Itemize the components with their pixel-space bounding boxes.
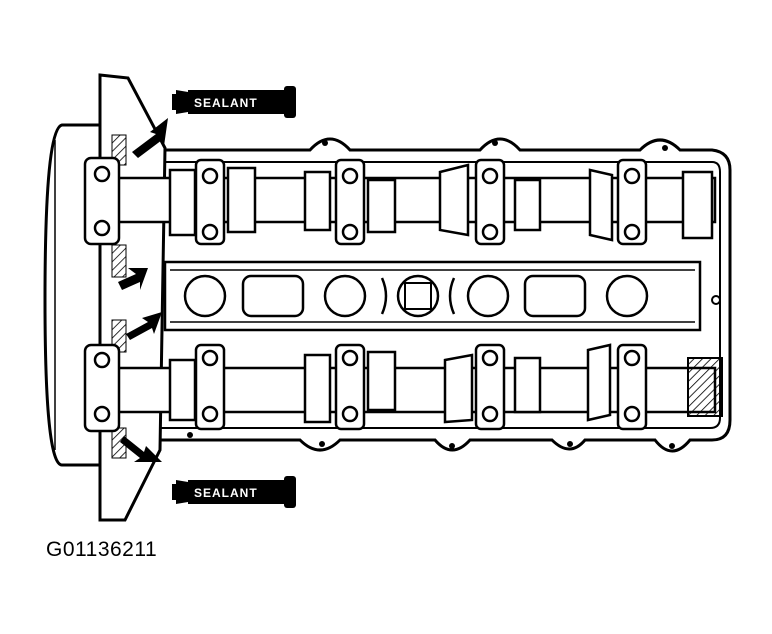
lower-bearing-caps <box>83 343 648 433</box>
head-inner-outline <box>128 161 721 429</box>
lower-cap-bolts <box>93 349 641 423</box>
sealant-tube-bottom: SEALANT <box>172 476 296 508</box>
sealant-label-top: SEALANT <box>194 96 258 110</box>
spark-plug-gallery <box>163 260 702 332</box>
figure-id: G01136211 <box>46 538 158 561</box>
upper-bearing-caps <box>83 156 648 246</box>
head-outline <box>116 137 732 453</box>
sealant-label-bottom: SEALANT <box>194 486 258 500</box>
housing-bolt-holes <box>187 140 721 449</box>
sealant-arrows <box>118 118 168 462</box>
lower-cam-seal-end <box>687 357 723 417</box>
sealant-zones <box>111 134 127 459</box>
upper-cap-bolts <box>93 165 641 241</box>
sealant-tube-top: SEALANT <box>172 86 296 118</box>
